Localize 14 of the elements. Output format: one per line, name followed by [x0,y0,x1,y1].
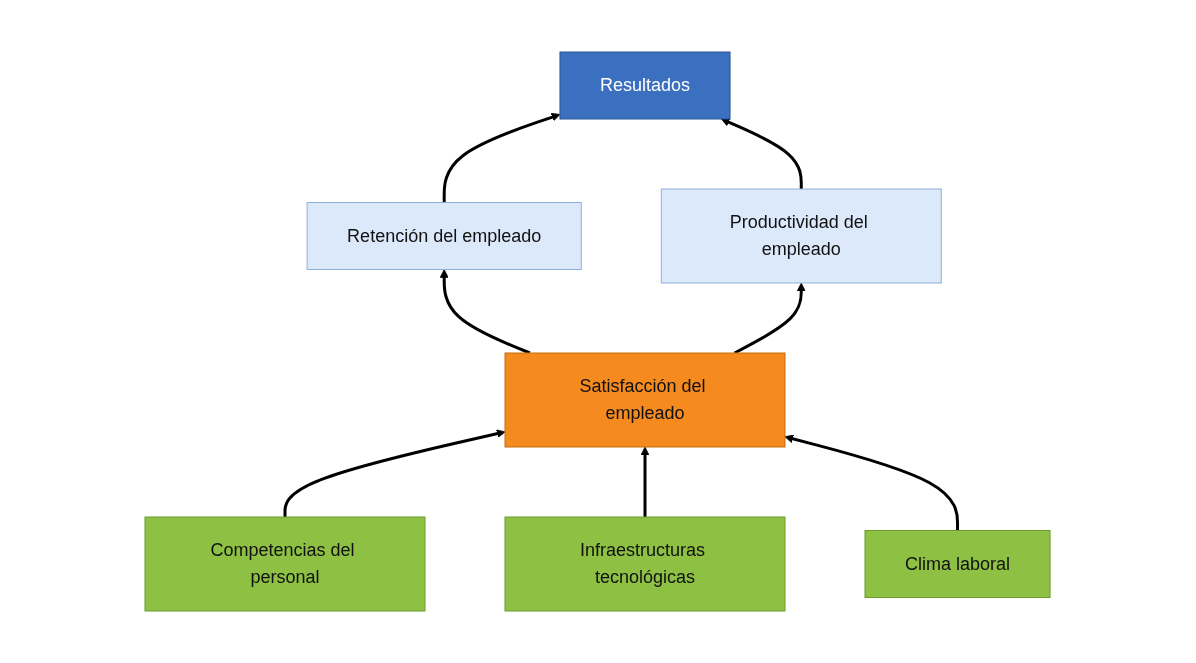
node-box: Retención del empleado [307,202,583,270]
node-box: Clima laboral [864,530,1051,598]
node-box: Competencias del personal [144,516,426,612]
arrow [734,282,807,355]
arrow [283,429,506,517]
arrow [721,118,804,189]
node-box: Satisfacción del empleado [504,352,786,448]
arrow [443,112,561,203]
node-box: Infraestructuras tecnológicas [504,516,786,612]
arrow [785,434,960,531]
arrow [641,446,650,517]
arrow [440,269,531,355]
node-box: Resultados [559,51,731,120]
node-box: Productividad del empleado [661,188,943,284]
